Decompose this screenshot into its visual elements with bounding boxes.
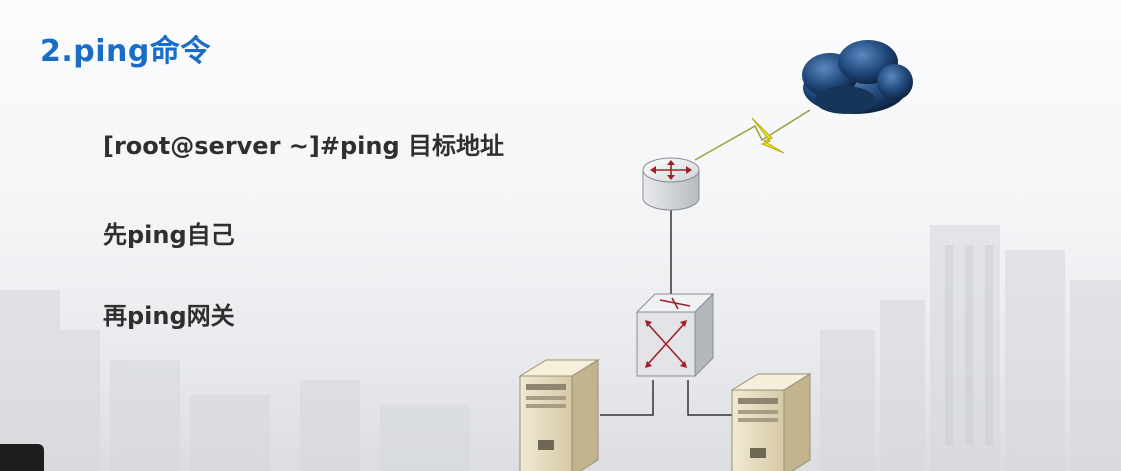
network-diagram bbox=[518, 40, 913, 471]
lightning-link-icon bbox=[694, 109, 811, 161]
switch-icon bbox=[635, 292, 715, 378]
cloud-icon bbox=[802, 40, 913, 114]
slide-title: 2.ping命令 bbox=[40, 34, 211, 69]
corner-overlay bbox=[0, 444, 44, 471]
server-icon bbox=[730, 373, 812, 471]
network-links bbox=[600, 208, 735, 416]
router-icon bbox=[642, 157, 700, 211]
ping-gateway-step: 再ping网关 bbox=[103, 302, 235, 330]
ping-self-step: 先ping自己 bbox=[103, 221, 235, 249]
server-icon bbox=[518, 359, 600, 471]
ping-command-syntax: [root@server ~]#ping 目标地址 bbox=[103, 132, 504, 160]
